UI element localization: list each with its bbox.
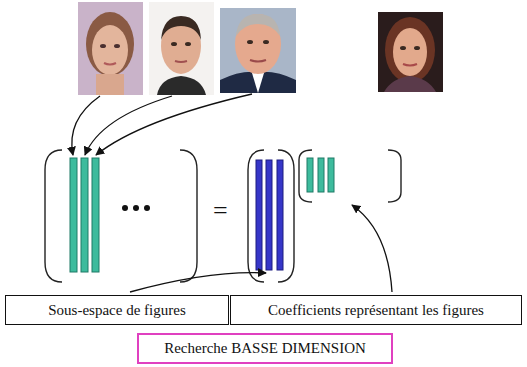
face-photo xyxy=(378,12,443,92)
face-photo xyxy=(220,8,296,93)
leader-arrow xyxy=(72,94,252,155)
face-column xyxy=(70,158,99,272)
box-text: Sous-espace de figures xyxy=(48,302,185,319)
box-text: Coefficients représentant les figures xyxy=(268,302,484,319)
equals-sign: = xyxy=(213,196,228,226)
caption-box: Sous-espace de figures xyxy=(5,295,229,325)
basis-column xyxy=(256,160,283,270)
face-photo xyxy=(78,2,143,95)
coefficient-column xyxy=(307,158,334,192)
ellipsis-dots xyxy=(122,205,150,211)
caption-box: Coefficients représentant les figures xyxy=(230,295,522,325)
matrix-bracket xyxy=(45,150,401,282)
box-text: Recherche BASSE DIMENSION xyxy=(164,340,366,357)
leader-arrow xyxy=(130,205,392,292)
face-photo xyxy=(149,2,214,95)
summary-box: Recherche BASSE DIMENSION xyxy=(137,333,393,364)
